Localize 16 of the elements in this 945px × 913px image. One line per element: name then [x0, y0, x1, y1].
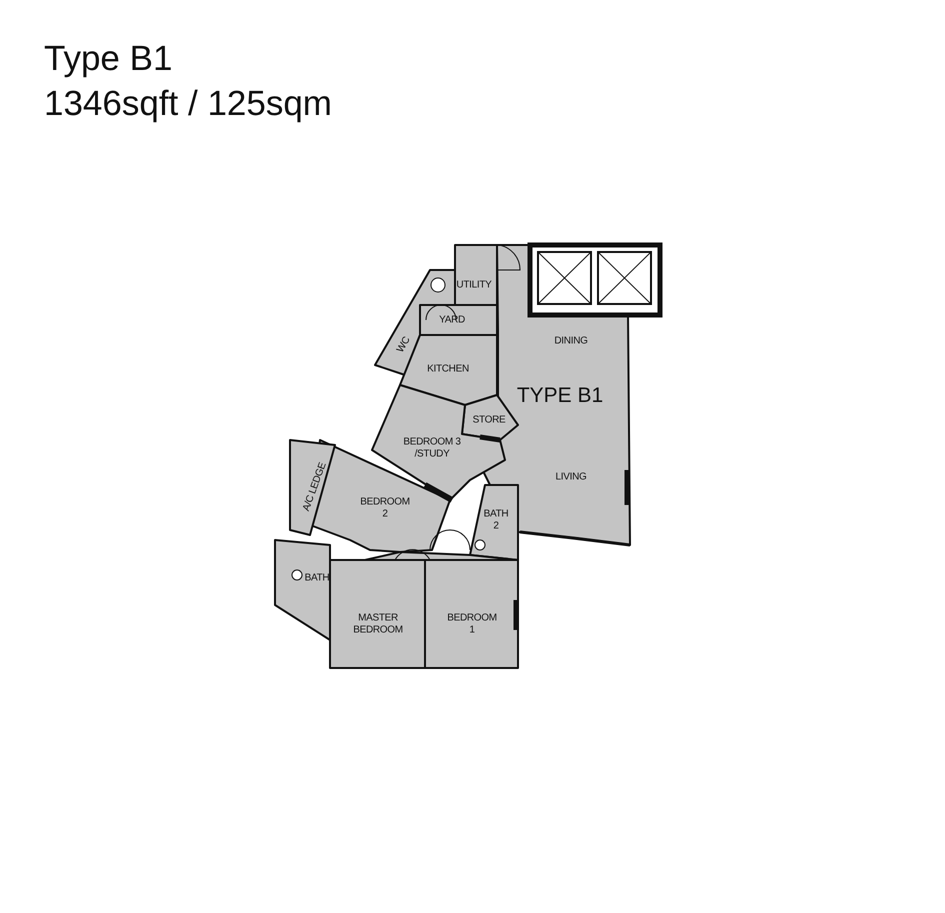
title: Type B1	[44, 38, 172, 80]
room-label: BATH	[304, 572, 330, 584]
room-label: WC	[394, 334, 414, 357]
room-label: BATH 2	[482, 508, 510, 532]
room-label: STORE	[472, 414, 506, 426]
room-label: KITCHEN	[426, 363, 470, 375]
room-label: DINING	[553, 335, 589, 347]
room-label: BEDROOM 2	[359, 496, 411, 520]
unit-type-label: TYPE B1	[516, 384, 604, 408]
room-label: YARD	[438, 314, 466, 326]
room-label: LIVING	[554, 471, 588, 483]
room-label: BEDROOM 1	[446, 612, 498, 636]
room-label: UTILITY	[455, 279, 493, 291]
room-label: MASTER BEDROOM	[352, 612, 404, 636]
area-text: 1346sqft / 125sqm	[44, 83, 332, 125]
room-label: BEDROOM 3 /STUDY	[402, 436, 462, 460]
